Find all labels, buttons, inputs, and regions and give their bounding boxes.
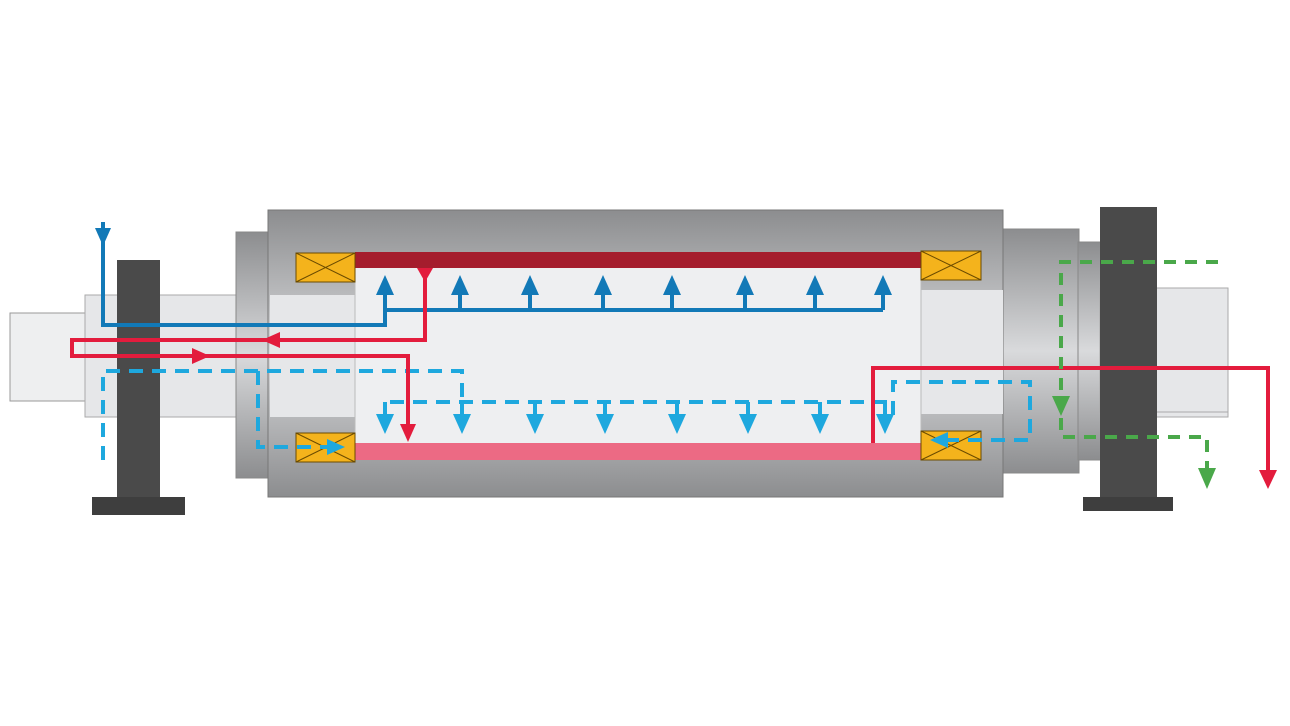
- hot-arrows: [192, 268, 1277, 489]
- arrow-up-icon: [451, 275, 469, 295]
- arrow-down-icon: [526, 414, 544, 434]
- arrow-left-icon: [930, 432, 948, 448]
- shaft-through-right: [918, 290, 1003, 414]
- arrow-down-icon: [1198, 468, 1216, 489]
- arrow-up-icon: [874, 275, 892, 295]
- arrow-up-icon: [736, 275, 754, 295]
- return-arrows: [376, 402, 894, 434]
- arrow-down-icon: [400, 424, 416, 442]
- arrow-right-icon: [327, 439, 345, 455]
- arrow-right-icon: [192, 348, 210, 364]
- arrow-down-icon: [1052, 396, 1070, 416]
- arrow-down-icon: [811, 414, 829, 434]
- right-pedestal: [1100, 207, 1157, 499]
- arrow-down-icon: [417, 268, 433, 282]
- right-flange: [1000, 228, 1080, 474]
- leak-flow: [1059, 260, 1218, 470]
- arrow-down-icon: [596, 414, 614, 434]
- return-side-arrows: [327, 432, 948, 455]
- left-pedestal: [117, 260, 160, 500]
- arrow-up-icon: [521, 275, 539, 295]
- arrow-down-icon: [376, 414, 394, 434]
- inner-cavity: [354, 265, 922, 445]
- arrow-up-icon: [806, 275, 824, 295]
- right-pedestal-foot: [1083, 497, 1173, 511]
- supply-entry-arrow: [95, 228, 111, 246]
- arrow-down-icon: [453, 414, 471, 434]
- bearing-cross-icon: [295, 250, 982, 463]
- supply-arrows: [376, 275, 892, 310]
- arrow-up-icon: [663, 275, 681, 295]
- hot-flow: [70, 268, 1270, 475]
- hot-shell-top: [355, 252, 921, 268]
- arrow-left-icon: [262, 332, 280, 348]
- arrow-up-icon: [376, 275, 394, 295]
- arrow-down-icon: [739, 414, 757, 434]
- cool-shell-bottom: [355, 443, 921, 460]
- arrow-down-icon: [95, 228, 111, 246]
- left-pedestal-foot: [92, 497, 185, 515]
- arrow-up-icon: [594, 275, 612, 295]
- leak-arrows: [1052, 396, 1216, 489]
- right-collar: [1077, 241, 1103, 461]
- arrow-down-icon: [1259, 470, 1277, 489]
- arrow-down-icon: [668, 414, 686, 434]
- arrow-down-icon: [876, 414, 894, 434]
